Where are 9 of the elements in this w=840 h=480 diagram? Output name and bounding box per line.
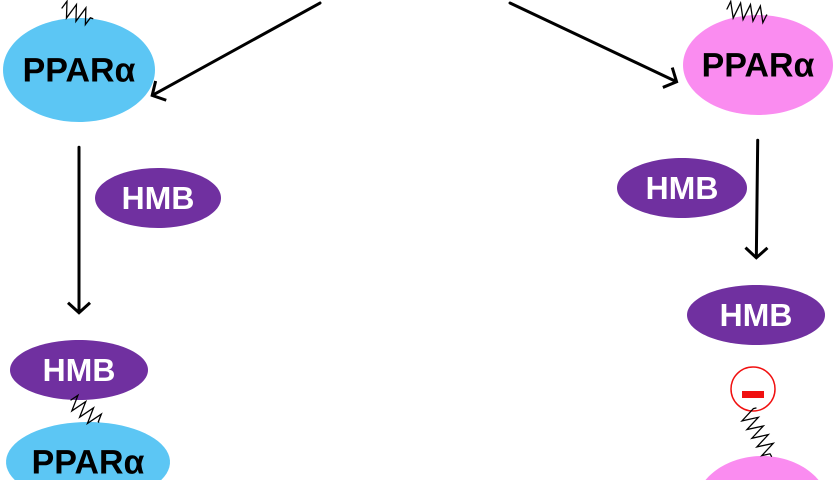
arrow: [150, 2, 322, 102]
zigzag-line: [70, 394, 103, 426]
minus-icon: [730, 366, 776, 412]
arrow: [67, 146, 92, 315]
zigzag-line: [740, 407, 776, 457]
zigzag-line: [61, 0, 94, 27]
zigzag-line: [726, 0, 768, 25]
arrow: [508, 2, 678, 89]
arrow: [744, 138, 768, 260]
